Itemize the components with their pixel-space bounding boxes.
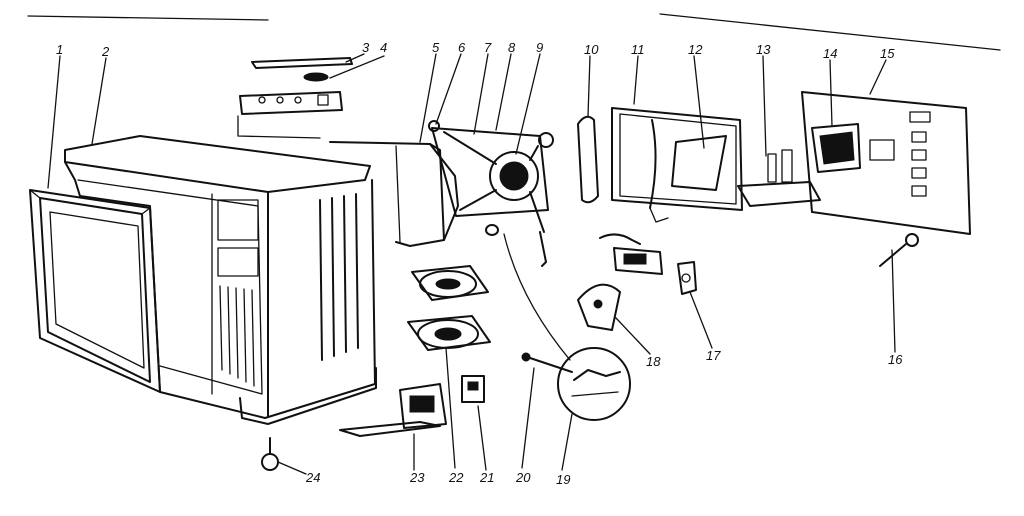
label-15: 15 xyxy=(880,46,895,61)
cabinet-side-vents xyxy=(319,193,359,361)
part-10-tube-component xyxy=(577,115,599,204)
label-3: 3 xyxy=(362,40,370,55)
label-2: 2 xyxy=(101,44,110,59)
part-21-switch xyxy=(461,375,485,403)
part-1-front-bezel xyxy=(29,189,161,393)
part-17-connector xyxy=(677,261,697,295)
part-15-main-circuit-board xyxy=(801,91,971,235)
leader-lines xyxy=(47,53,896,475)
label-10: 10 xyxy=(584,42,599,57)
label-22: 22 xyxy=(448,470,464,485)
part-4-knob-strip xyxy=(237,72,343,139)
label-5: 5 xyxy=(432,40,440,55)
part-6-7-8-9-yoke-assembly xyxy=(428,120,554,267)
part-2-cabinet xyxy=(64,135,377,425)
label-20: 20 xyxy=(515,470,531,485)
label-21: 21 xyxy=(479,470,494,485)
label-7: 7 xyxy=(484,40,492,55)
part-5-picture-tube xyxy=(329,141,459,247)
part-3-control-strip xyxy=(251,57,353,69)
label-13: 13 xyxy=(756,42,771,57)
part-11-chassis-frame xyxy=(611,107,743,223)
label-16: 16 xyxy=(888,352,903,367)
part-labels: 1 2 3 4 5 6 7 8 9 10 11 12 13 14 15 16 1… xyxy=(56,40,903,487)
part-13-small-board xyxy=(737,149,821,207)
label-4: 4 xyxy=(380,40,387,55)
label-12: 12 xyxy=(688,42,703,57)
label-11: 11 xyxy=(631,42,645,57)
part-23-base-bracket xyxy=(339,383,447,437)
part-24-caster xyxy=(261,437,279,471)
part-22-speakers xyxy=(407,265,491,351)
part-18-control-assembly xyxy=(577,283,621,331)
label-14: 14 xyxy=(823,46,837,61)
part-19-detail-circle xyxy=(557,347,631,421)
label-6: 6 xyxy=(458,40,466,55)
label-17: 17 xyxy=(706,348,721,363)
label-19: 19 xyxy=(556,472,570,487)
label-8: 8 xyxy=(508,40,516,55)
part-14-flyback-transformer xyxy=(811,123,861,173)
cabinet-grille xyxy=(219,285,255,387)
part-12-bracket xyxy=(599,233,663,275)
label-18: 18 xyxy=(646,354,661,369)
label-24: 24 xyxy=(305,470,320,485)
part-20-screw xyxy=(521,352,573,373)
part-16-line-cord xyxy=(879,233,919,267)
label-9: 9 xyxy=(536,40,543,55)
top-rule-lines xyxy=(27,13,1001,51)
label-23: 23 xyxy=(409,470,425,485)
detail-lead-wire xyxy=(503,233,571,361)
label-1: 1 xyxy=(56,42,63,57)
